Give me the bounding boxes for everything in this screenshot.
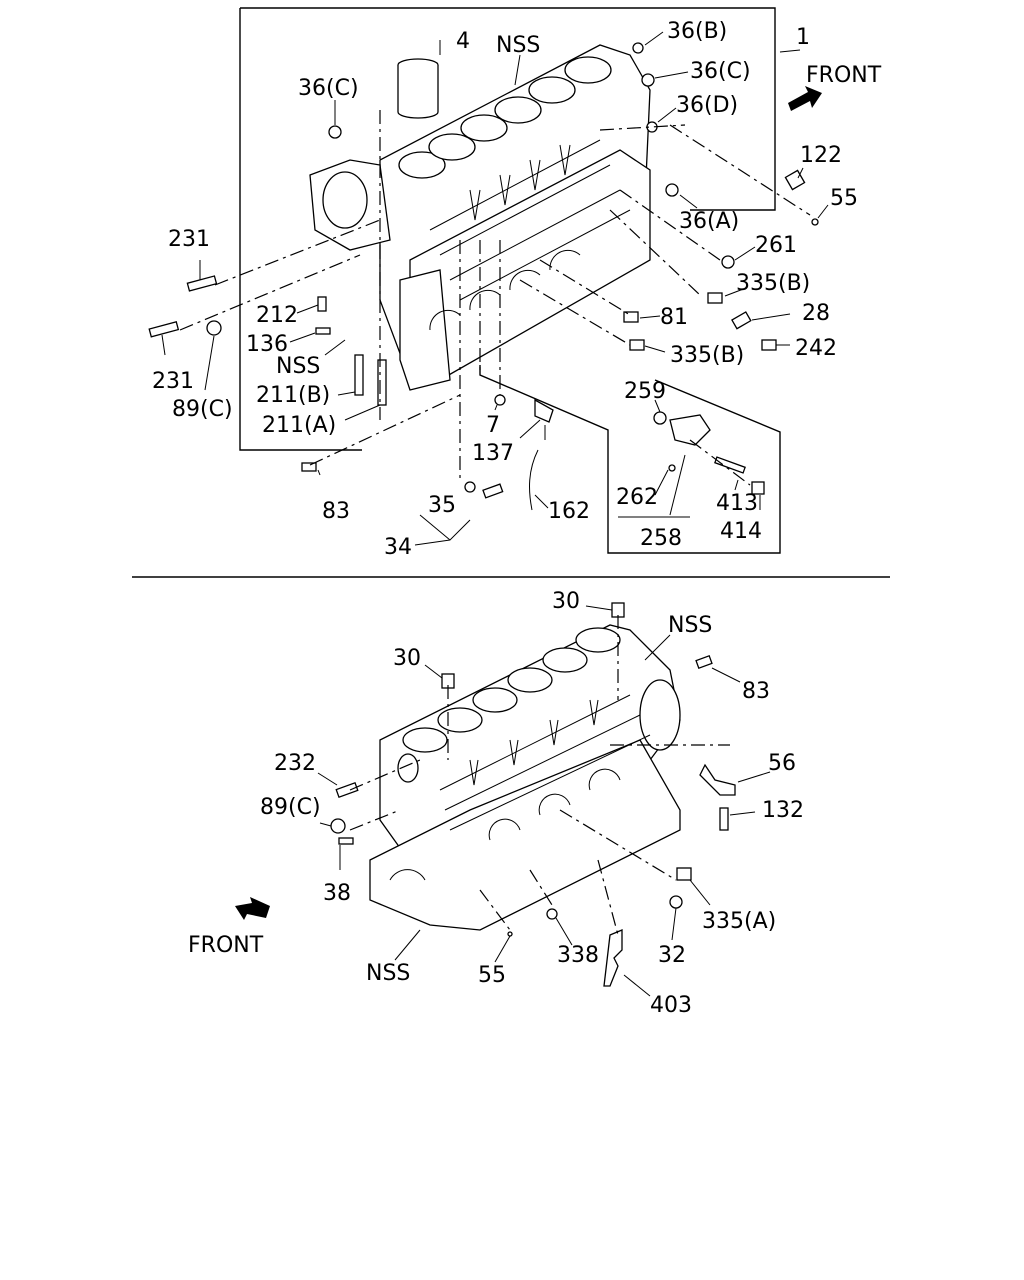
bottom-centerlines: [349, 615, 730, 936]
top-small-parts: [148, 42, 819, 511]
top-diagram: 1 4 NSS 36(B) 36(C) 36(D) 36(C) FRONT 12…: [148, 7, 882, 560]
top-labels: 1 4 NSS 36(B) 36(C) 36(D) 36(C) FRONT 12…: [152, 19, 882, 560]
label-335a: 335(A): [702, 909, 776, 934]
label-1: 1: [796, 25, 810, 50]
top-centerlines: [179, 110, 811, 486]
label-261: 261: [755, 233, 797, 258]
label-30-a: 30: [552, 589, 580, 614]
label-231-a: 231: [168, 227, 210, 252]
label-front: FRONT: [806, 63, 882, 88]
label-35: 35: [428, 493, 456, 518]
label-28: 28: [802, 301, 830, 326]
label-211a: 211(A): [262, 413, 336, 438]
bottom-leader-lines: [317, 605, 771, 997]
bottom-labels: 30 NSS 30 83 232 56 89(C) 132 38 FRONT 3…: [188, 589, 804, 1018]
label-89c: 89(C): [260, 795, 321, 820]
cylinder-block-bottom: [369, 624, 681, 931]
label-258: 258: [640, 526, 682, 551]
label-83: 83: [322, 499, 350, 524]
label-136: 136: [246, 332, 288, 357]
front-arrow-top-icon: [788, 86, 822, 111]
label-232: 232: [274, 751, 316, 776]
label-403: 403: [650, 993, 692, 1018]
label-211b: 211(B): [256, 383, 330, 408]
label-32: 32: [658, 943, 686, 968]
label-4: 4: [456, 29, 470, 54]
bottom-diagram: 30 NSS 30 83 232 56 89(C) 132 38 FRONT 3…: [188, 589, 804, 1018]
label-414: 414: [720, 519, 762, 544]
label-38: 38: [323, 881, 351, 906]
label-nss-top: NSS: [668, 613, 712, 638]
label-56: 56: [768, 751, 796, 776]
top-leader-lines: [161, 31, 829, 546]
cylinder-block-top: [309, 44, 651, 391]
assembly-frame: [240, 7, 776, 211]
label-81: 81: [660, 305, 688, 330]
label-259: 259: [624, 379, 666, 404]
label-55: 55: [478, 963, 506, 988]
label-55: 55: [830, 186, 858, 211]
label-nss-bottom: NSS: [366, 961, 410, 986]
label-36c-right: 36(C): [690, 59, 751, 84]
bottom-small-parts: [330, 602, 736, 987]
sub-assembly-frame: [479, 365, 781, 554]
label-162: 162: [548, 499, 590, 524]
label-30-b: 30: [393, 646, 421, 671]
label-231-b: 231: [152, 369, 194, 394]
label-338: 338: [557, 943, 599, 968]
label-36b: 36(B): [667, 19, 727, 44]
label-7: 7: [486, 413, 500, 438]
label-36d: 36(D): [676, 93, 738, 118]
label-36c-left: 36(C): [298, 76, 359, 101]
label-nss: NSS: [496, 33, 540, 58]
label-83: 83: [742, 679, 770, 704]
label-335b-1: 335(B): [736, 271, 810, 296]
label-132: 132: [762, 798, 804, 823]
label-89c: 89(C): [172, 397, 233, 422]
label-262: 262: [616, 485, 658, 510]
label-36a: 36(A): [679, 209, 739, 234]
label-nss-mid: NSS: [276, 354, 320, 379]
cylinder-liner: [397, 58, 439, 119]
label-242: 242: [795, 336, 837, 361]
assembly-frame-left: [239, 8, 362, 451]
label-122: 122: [800, 143, 842, 168]
label-137: 137: [472, 441, 514, 466]
label-413: 413: [716, 491, 758, 516]
label-front: FRONT: [188, 933, 264, 958]
label-335b-2: 335(B): [670, 343, 744, 368]
label-212: 212: [256, 303, 298, 328]
front-arrow-bottom-icon: [235, 897, 270, 920]
label-34: 34: [384, 535, 412, 560]
